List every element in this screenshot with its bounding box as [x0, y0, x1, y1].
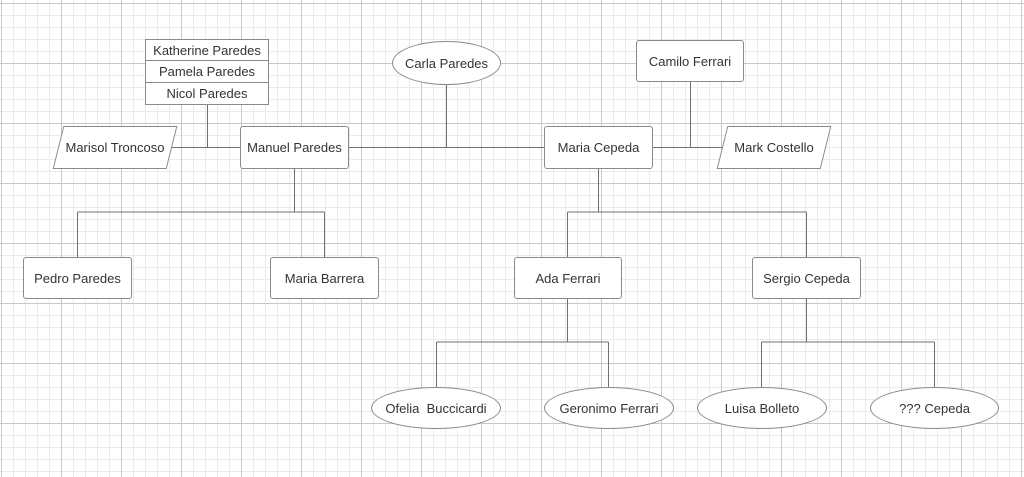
node-carla-paredes[interactable]: Carla Paredes [392, 41, 501, 85]
connector-maria-children [567, 169, 807, 257]
node-katherine-paredes[interactable]: Katherine Paredes [145, 39, 269, 61]
node-unknown-cepeda[interactable]: ??? Cepeda [870, 387, 999, 429]
node-luisa-bolleto[interactable]: Luisa Bolleto [697, 387, 827, 429]
node-sergio-cepeda[interactable]: Sergio Cepeda [752, 257, 861, 299]
node-pamela-paredes[interactable]: Pamela Paredes [145, 61, 269, 83]
node-camilo-ferrari[interactable]: Camilo Ferrari [636, 40, 744, 82]
node-mark-costello[interactable]: Mark Costello [716, 126, 832, 169]
connector-manuel-children [77, 169, 325, 257]
siblings-stack: Katherine Paredes Pamela Paredes Nicol P… [145, 39, 269, 105]
node-label: Marisol Troncoso [65, 140, 165, 155]
node-manuel-paredes[interactable]: Manuel Paredes [240, 126, 349, 169]
connector-sergio-children [761, 299, 935, 387]
connector-ada-children [436, 299, 609, 387]
node-ofelia-buccicardi[interactable]: Ofelia Buccicardi [371, 387, 501, 429]
node-maria-cepeda[interactable]: Maria Cepeda [544, 126, 653, 169]
node-label: Mark Costello [734, 140, 814, 155]
node-maria-barrera[interactable]: Maria Barrera [270, 257, 379, 299]
node-geronimo-ferrari[interactable]: Geronimo Ferrari [544, 387, 674, 429]
node-ada-ferrari[interactable]: Ada Ferrari [514, 257, 622, 299]
node-marisol-troncoso[interactable]: Marisol Troncoso [52, 126, 178, 169]
node-pedro-paredes[interactable]: Pedro Paredes [23, 257, 132, 299]
node-nicol-paredes[interactable]: Nicol Paredes [145, 83, 269, 105]
